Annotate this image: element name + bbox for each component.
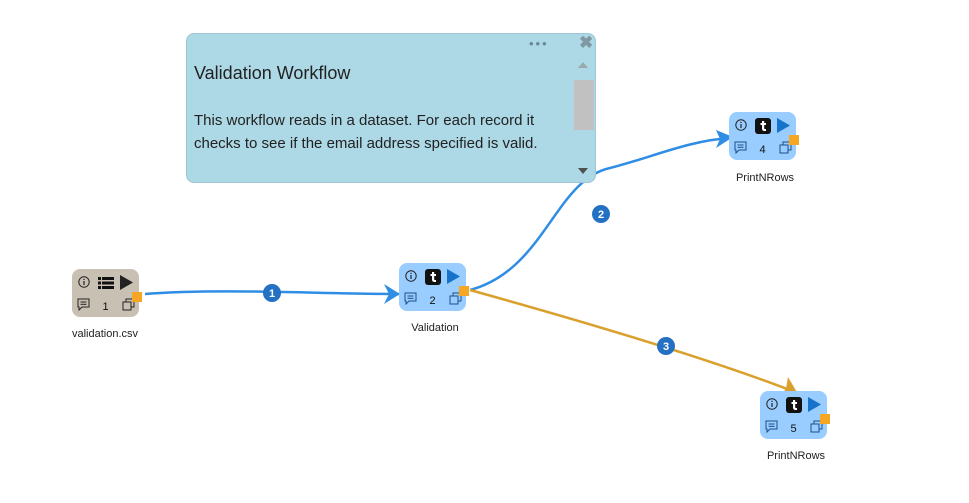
output-port[interactable]	[132, 292, 142, 302]
run-icon[interactable]	[447, 269, 460, 284]
edge-3-badge	[657, 337, 675, 355]
tumblr-t-icon[interactable]	[755, 118, 771, 134]
comment-icon[interactable]	[404, 292, 417, 305]
node-label-printnrows-4: PrintNRows	[735, 172, 795, 184]
run-icon[interactable]	[808, 397, 821, 412]
tumblr-t-icon[interactable]	[786, 397, 802, 413]
run-icon[interactable]	[120, 275, 133, 290]
info-icon[interactable]	[735, 119, 747, 131]
comment-icon[interactable]	[77, 298, 90, 311]
tumblr-t-icon[interactable]	[425, 269, 441, 285]
edge-1-badge-label: 1	[269, 288, 275, 300]
edge-1-arrowhead	[384, 284, 400, 304]
node-number: 1	[102, 301, 109, 313]
note-menu-icon[interactable]: •••	[529, 36, 549, 51]
node-number: 5	[790, 423, 797, 435]
output-port[interactable]	[789, 135, 799, 145]
node-printnrows-5[interactable]: 5	[760, 391, 830, 439]
workflow-note[interactable]: ••• ✖ Validation Workflow This workflow …	[186, 33, 596, 183]
scroll-up-icon[interactable]	[578, 62, 588, 68]
node-printnrows-4[interactable]: 4	[729, 112, 799, 160]
comment-icon[interactable]	[765, 420, 778, 433]
edge-1-badge	[263, 284, 281, 302]
node-validation-csv[interactable]: 1	[72, 269, 142, 317]
edge-1[interactable]: 1	[144, 284, 401, 304]
comment-icon[interactable]	[734, 141, 747, 154]
edge-2-badge-label: 2	[598, 209, 604, 221]
list-icon[interactable]	[98, 275, 114, 291]
close-icon[interactable]: ✖	[579, 33, 594, 52]
output-port[interactable]	[459, 286, 469, 296]
node-label-validation-csv: validation.csv	[71, 328, 139, 340]
node-validation[interactable]: 2	[399, 263, 469, 311]
edge-2-arrowhead	[716, 130, 733, 148]
output-port[interactable]	[820, 414, 830, 424]
info-icon[interactable]	[78, 276, 90, 288]
node-number: 4	[759, 144, 766, 156]
info-icon[interactable]	[766, 398, 778, 410]
edge-3-badge-label: 3	[663, 341, 669, 353]
note-body: This workflow reads in a dataset. For ea…	[194, 112, 538, 152]
scroll-down-icon[interactable]	[578, 168, 588, 174]
edge-2[interactable]: 2	[469, 130, 733, 292]
node-label-printnrows-5: PrintNRows	[766, 450, 826, 462]
info-icon[interactable]	[405, 270, 417, 282]
note-title: Validation Workflow	[194, 63, 351, 83]
run-icon[interactable]	[777, 118, 790, 133]
note-scrollbar[interactable]	[573, 60, 595, 182]
node-label-validation: Validation	[411, 322, 459, 334]
node-number: 2	[429, 295, 436, 307]
scroll-thumb[interactable]	[574, 80, 594, 130]
edge-3[interactable]: 3	[469, 288, 798, 396]
edge-2-badge	[592, 205, 610, 223]
